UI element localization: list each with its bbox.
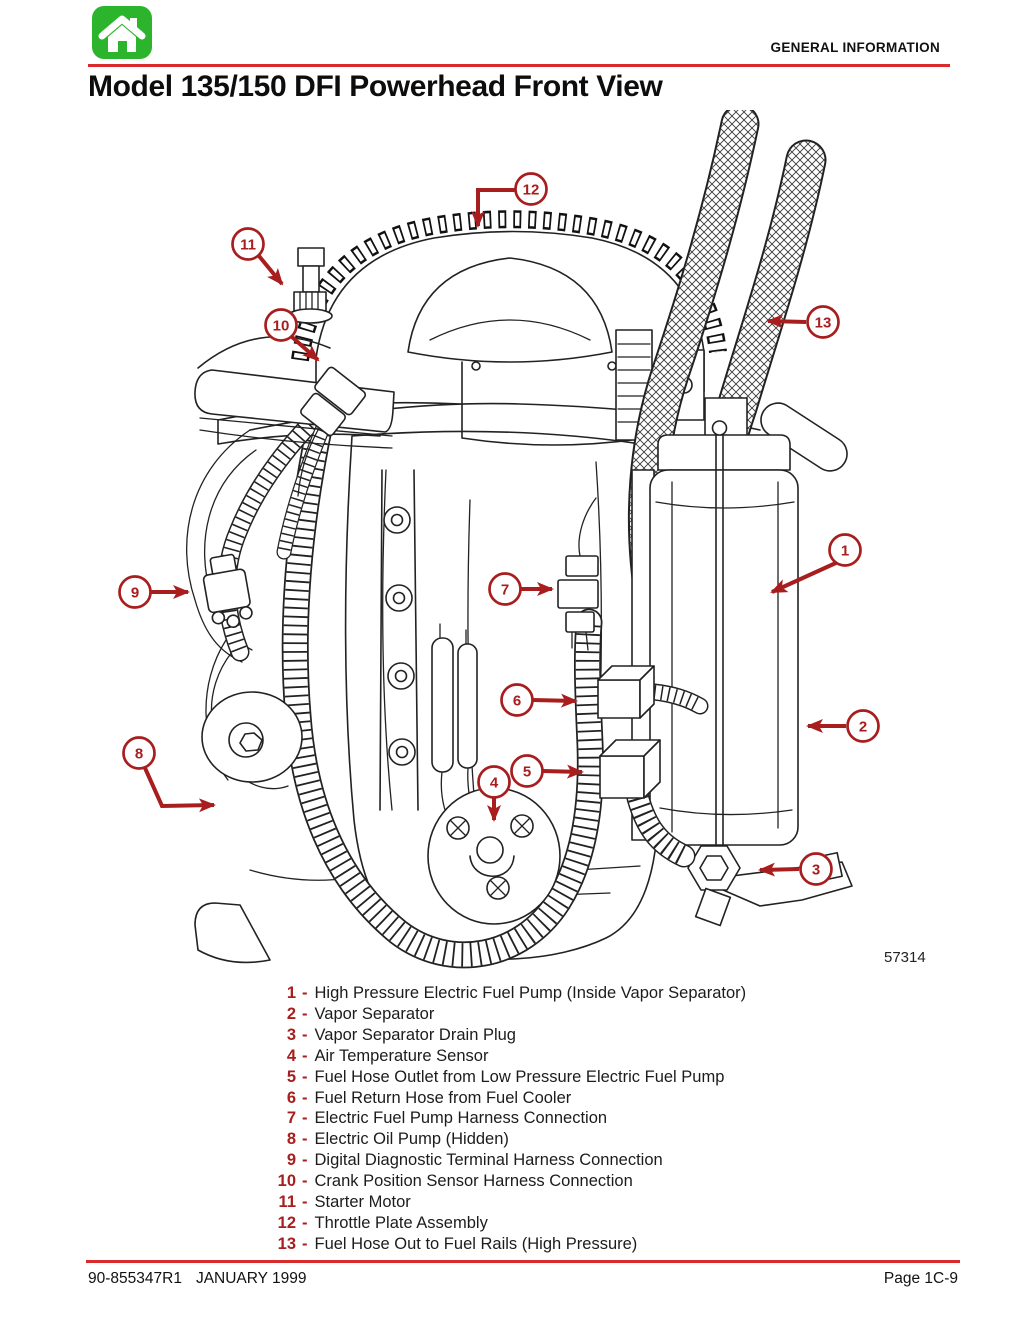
- svg-text:5: 5: [523, 764, 531, 781]
- figure-number: 57314: [884, 949, 926, 966]
- legend-item: 9-Digital Diagnostic Terminal Harness Co…: [286, 1151, 663, 1170]
- callout-12: 12: [471, 172, 548, 228]
- harness-tubes: [217, 392, 604, 969]
- footer-rule: [86, 1260, 960, 1263]
- svg-text:10: 10: [273, 318, 290, 335]
- callout-1: 1: [770, 533, 862, 594]
- center-components: [427, 497, 709, 925]
- footer-date: JANUARY 1999: [195, 1270, 307, 1287]
- legend-item: 8-Electric Oil Pump (Hidden): [286, 1130, 509, 1149]
- svg-text:1: 1: [841, 543, 849, 560]
- legend-item: 2-Vapor Separator: [286, 1004, 435, 1023]
- svg-text:13: 13: [815, 315, 832, 332]
- legend-item: 3-Vapor Separator Drain Plug: [286, 1025, 516, 1044]
- legend-item: 4-Air Temperature Sensor: [286, 1046, 489, 1065]
- footer-left: 90-855347R1 JANUARY 1999: [88, 1270, 307, 1288]
- callout-5: 5: [510, 754, 584, 788]
- home-icon: [92, 6, 152, 59]
- legend-item: 10-Crank Position Sensor Harness Connect…: [277, 1172, 633, 1191]
- callout-10: 10: [264, 308, 320, 362]
- header-section-label: GENERAL INFORMATION: [770, 40, 940, 55]
- callout-4: 4: [477, 765, 511, 822]
- callout-9: 9: [118, 575, 190, 609]
- svg-text:9: 9: [131, 585, 139, 602]
- svg-text:4: 4: [490, 775, 499, 792]
- legend-item: 7-Electric Fuel Pump Harness Connection: [286, 1109, 608, 1128]
- callout-3: 3: [758, 852, 833, 886]
- footer-doc-number: 90-855347R1: [88, 1270, 182, 1287]
- page-title: Model 135/150 DFI Powerhead Front View: [88, 70, 663, 103]
- legend-item: 5-Fuel Hose Outlet from Low Pressure Ele…: [286, 1067, 725, 1086]
- callout-13: 13: [766, 305, 840, 339]
- svg-text:2: 2: [859, 719, 867, 736]
- svg-text:11: 11: [240, 237, 256, 254]
- svg-text:3: 3: [812, 862, 820, 879]
- callout-6: 6: [500, 683, 578, 717]
- legend-item: 13-Fuel Hose Out to Fuel Rails (High Pre…: [277, 1234, 638, 1253]
- callout-7: 7: [488, 572, 554, 606]
- legend-item: 11-Starter Motor: [278, 1193, 411, 1212]
- header-rule: [88, 64, 950, 67]
- svg-text:7: 7: [501, 582, 509, 599]
- callouts: 12 11 10 13 1 9: [118, 172, 880, 886]
- powerhead-diagram: 12 11 10 13 1 9: [118, 110, 926, 969]
- legend-item: 1-High Pressure Electric Fuel Pump (Insi…: [286, 984, 747, 1002]
- legend-item: 12-Throttle Plate Assembly: [277, 1213, 488, 1232]
- svg-text:12: 12: [523, 182, 540, 199]
- legend: 1-High Pressure Electric Fuel Pump (Insi…: [266, 983, 747, 1255]
- callout-8: 8: [122, 736, 216, 813]
- footer-page-number: Page 1C-9: [883, 1270, 958, 1287]
- svg-text:8: 8: [135, 746, 143, 763]
- callout-2: 2: [806, 709, 880, 743]
- legend-item: 6-Fuel Return Hose from Fuel Cooler: [286, 1088, 572, 1107]
- svg-text:6: 6: [513, 693, 521, 710]
- callout-11: 11: [231, 227, 284, 286]
- left-components: [194, 247, 395, 783]
- home-button[interactable]: [92, 6, 152, 59]
